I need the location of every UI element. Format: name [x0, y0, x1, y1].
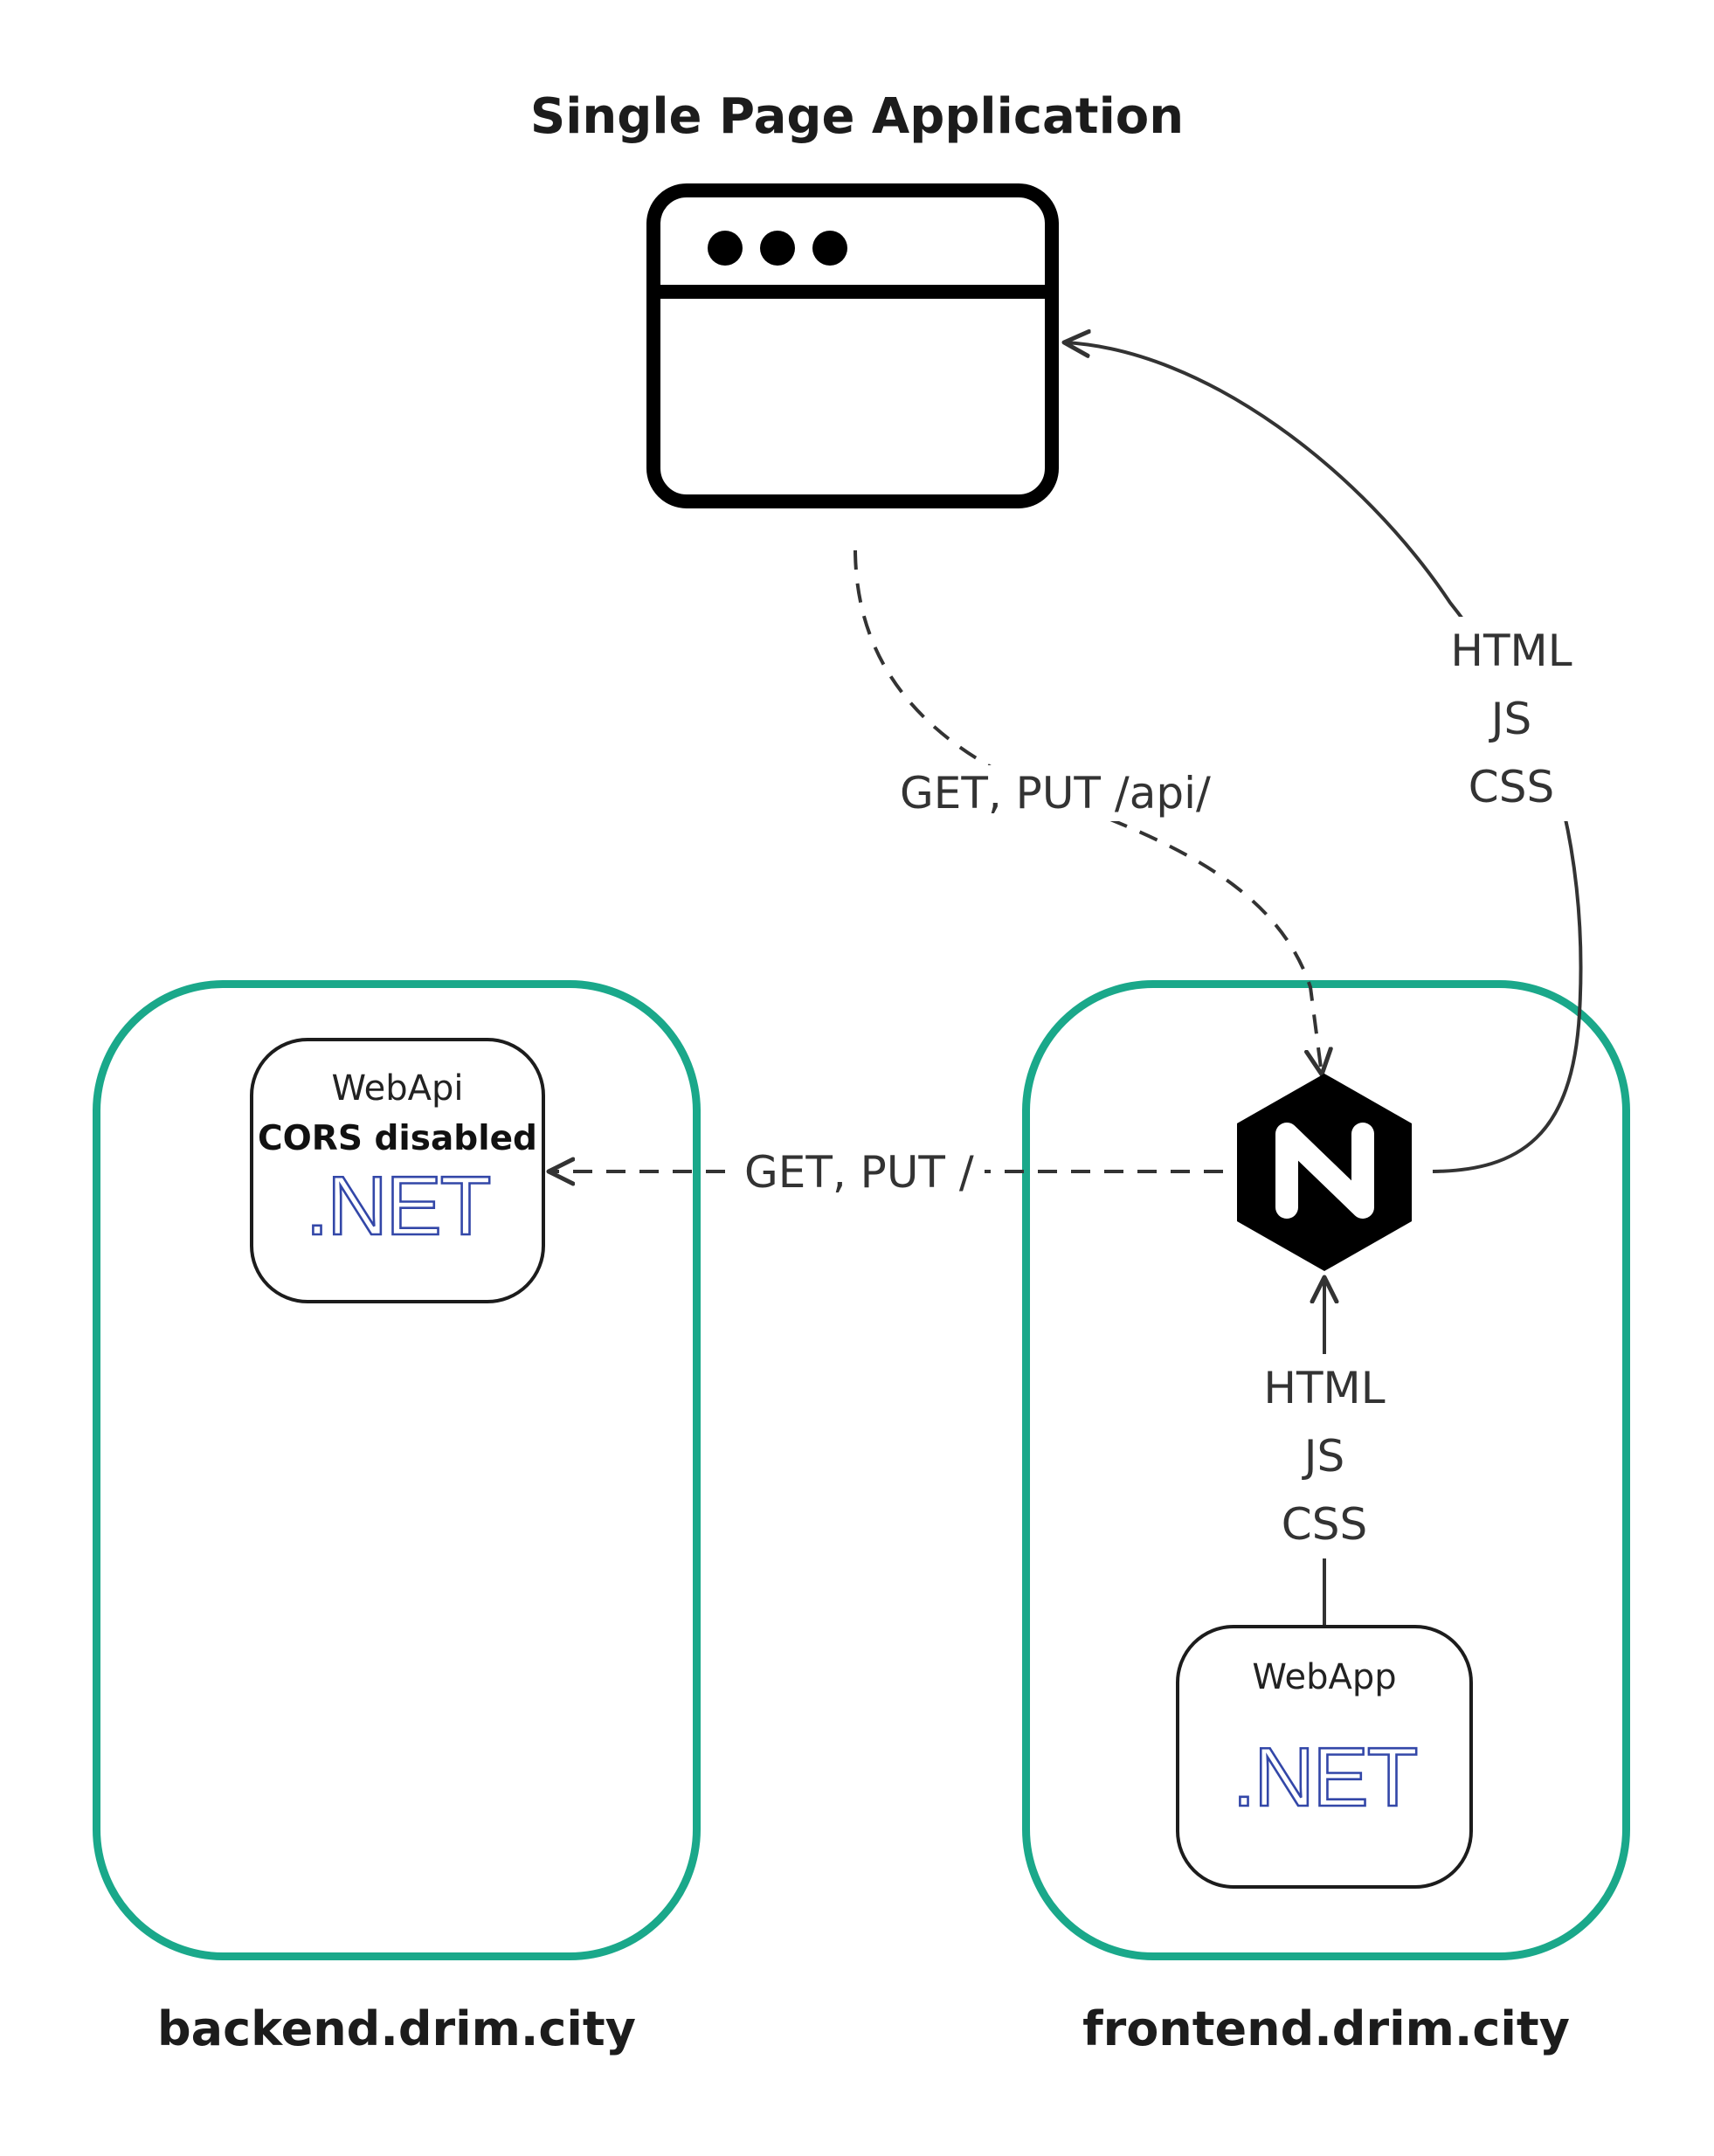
spa-to-proxy-label: GET, PUT /api/ [900, 765, 1211, 821]
dotnet-logo: .NET [304, 1158, 492, 1254]
payload-css: CSS [1281, 1499, 1368, 1550]
webapi-service: WebApi CORS disabled .NET [250, 1038, 545, 1303]
window-dot-icon [708, 231, 743, 266]
webapi-name: WebApi [331, 1068, 464, 1109]
nginx-icon [1237, 1074, 1412, 1271]
webapp-service: WebApp .NET [1176, 1625, 1473, 1889]
payload-html: HTML [1263, 1363, 1386, 1413]
frontend-zone [1022, 980, 1630, 1960]
proxy-to-webapi-label: GET, PUT / [734, 1144, 985, 1200]
webapp-to-proxy-label: HTML JS CSS [1228, 1354, 1420, 1558]
window-dot-icon [812, 231, 847, 266]
payload-html: HTML [1450, 625, 1572, 676]
window-titlebar-divider [660, 285, 1045, 299]
payload-js: JS [1303, 1431, 1345, 1482]
backend-domain-label: backend.drim.city [157, 2001, 636, 2056]
browser-window-icon [646, 183, 1059, 508]
payload-js: JS [1490, 694, 1532, 744]
webapp-name: WebApp [1252, 1657, 1397, 1697]
diagram-title: Single Page Application [529, 88, 1185, 145]
frontend-domain-label: frontend.drim.city [1082, 2001, 1570, 2056]
backend-zone [93, 980, 701, 1960]
window-dot-icon [760, 231, 795, 266]
payload-css: CSS [1468, 762, 1555, 812]
proxy-to-spa-label: HTML JS CSS [1415, 617, 1607, 821]
dotnet-logo: .NET [1231, 1730, 1419, 1826]
webapi-cors-note: CORS disabled [258, 1119, 537, 1158]
